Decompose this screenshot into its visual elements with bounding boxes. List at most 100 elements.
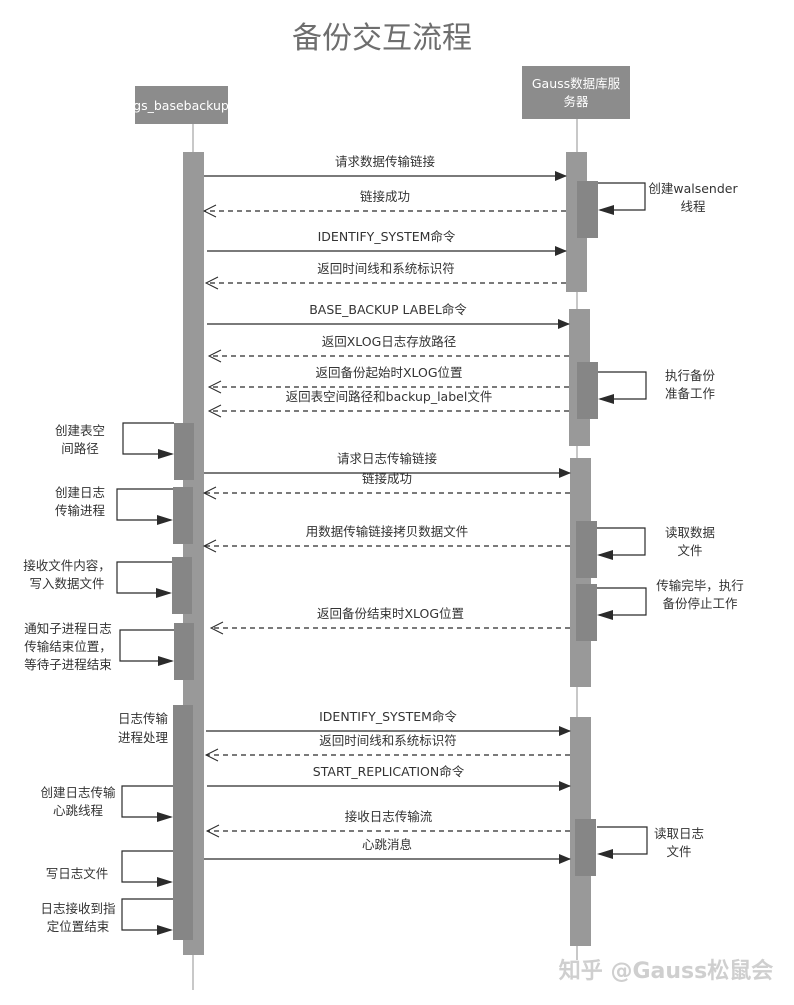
self-call-label: 创建表空 <box>55 423 105 438</box>
message-label: 请求日志传输链接 <box>337 451 438 466</box>
message: 返回XLOG日志存放路径 <box>207 334 569 363</box>
message: IDENTIFY_SYSTEM命令 <box>206 709 571 736</box>
message: START_REPLICATION命令 <box>207 764 571 791</box>
client-activation-receive <box>172 557 192 614</box>
arrowhead-icon <box>157 877 173 887</box>
self-call-label: 定位置结束 <box>47 919 110 934</box>
self-call-line <box>121 785 173 818</box>
self-call-label: 心跳线程 <box>53 803 104 818</box>
open-arrowhead-icon <box>209 621 224 635</box>
self-call-label: 准备工作 <box>665 386 716 401</box>
self-call-line <box>122 422 174 455</box>
message: 用数据传输链接拷贝数据文件 <box>202 524 570 553</box>
arrowhead-icon <box>598 205 614 215</box>
self-call-line <box>598 371 647 400</box>
messages-layer: 请求数据传输链接链接成功IDENTIFY_SYSTEM命令返回时间线和系统标识符… <box>202 154 571 864</box>
message-label: START_REPLICATION命令 <box>313 764 465 779</box>
note-log-process-line1: 日志传输 <box>118 711 169 726</box>
message-label: 接收日志传输流 <box>345 809 433 824</box>
self-call-label: 间路径 <box>61 441 99 456</box>
client-activation-tablespace <box>174 423 194 480</box>
self-call-line <box>119 629 174 662</box>
open-arrowhead-icon <box>207 349 222 363</box>
self-call: 接收文件内容，写入数据文件 <box>23 558 172 598</box>
open-arrowhead-icon <box>204 276 219 290</box>
message: 返回备份结束时XLOG位置 <box>209 606 570 635</box>
message-label: 返回备份起始时XLOG位置 <box>315 365 462 380</box>
self-call-label: 创建日志传输 <box>40 785 116 800</box>
self-call-label: 备份停止工作 <box>662 596 738 611</box>
open-arrowhead-icon <box>202 539 217 553</box>
actor-client-label: gs_basebackup <box>133 98 229 113</box>
open-arrowhead-icon <box>205 824 220 838</box>
self-call-label: 等待子进程结束 <box>24 657 112 672</box>
arrowhead-icon <box>157 812 173 822</box>
self-call-line <box>116 488 173 521</box>
message-label: BASE_BACKUP LABEL命令 <box>309 302 467 317</box>
self-call-label: 创建walsender <box>648 181 738 196</box>
message: 返回表空间路径和backup_label文件 <box>207 389 569 418</box>
self-call-label: 读取日志 <box>654 826 704 841</box>
open-arrowhead-icon <box>202 204 217 218</box>
self-call-label: 写入数据文件 <box>29 576 104 591</box>
message: 链接成功 <box>202 189 566 218</box>
arrowhead-icon <box>597 610 613 620</box>
self-call-line <box>597 527 646 556</box>
message-label: 心跳消息 <box>362 837 412 852</box>
self-call-line <box>598 182 646 211</box>
message: 心跳消息 <box>204 837 571 864</box>
arrowhead-icon <box>156 588 172 598</box>
message-label: 返回时间线和系统标识符 <box>317 261 455 276</box>
diagram-title: 备份交互流程 <box>292 21 472 56</box>
client-activation-logproc <box>173 487 193 544</box>
message: 请求日志传输链接 <box>204 451 571 478</box>
arrowhead-icon <box>598 394 614 404</box>
server-activation-readlog <box>575 819 596 876</box>
note-log-process-line2: 进程处理 <box>118 730 169 745</box>
self-call-label: 传输完毕，执行 <box>656 578 744 593</box>
arrowhead-icon <box>597 849 613 859</box>
server-activation-walsender <box>577 181 598 238</box>
message: 返回备份起始时XLOG位置 <box>207 365 569 394</box>
message-label: 返回表空间路径和backup_label文件 <box>286 389 493 404</box>
message: 请求数据传输链接 <box>204 154 567 181</box>
message-label: 返回时间线和系统标识符 <box>319 733 457 748</box>
self-calls-layer: 创建walsender线程执行备份准备工作读取数据文件传输完毕，执行备份停止工作… <box>23 181 744 935</box>
server-activation-stop <box>576 584 597 641</box>
server-activation-prep <box>577 362 598 419</box>
watermark: 知乎 @Gauss松鼠会 <box>559 958 773 984</box>
message-label: 链接成功 <box>362 471 412 486</box>
self-call-label: 传输进程 <box>55 503 106 518</box>
self-call-label: 写日志文件 <box>46 866 109 881</box>
self-call-line <box>116 561 172 594</box>
open-arrowhead-icon <box>207 404 222 418</box>
self-call-line <box>597 587 647 616</box>
message: 接收日志传输流 <box>205 809 570 838</box>
arrowhead-icon <box>158 656 174 666</box>
message: BASE_BACKUP LABEL命令 <box>207 302 570 329</box>
message-label: 返回XLOG日志存放路径 <box>322 334 457 349</box>
message-label: 请求数据传输链接 <box>335 154 436 169</box>
self-call-label: 通知子进程日志 <box>24 621 112 636</box>
self-call-label: 读取数据 <box>665 525 715 540</box>
actor-server-label-line2: 务器 <box>563 94 589 109</box>
arrowhead-icon <box>157 515 173 525</box>
actor-client: gs_basebackup <box>133 86 229 124</box>
self-call-label: 文件 <box>677 543 702 558</box>
client-activation-notify <box>174 623 194 680</box>
open-arrowhead-icon <box>207 380 222 394</box>
self-call-label: 文件 <box>666 844 691 859</box>
arrowhead-icon <box>158 449 174 459</box>
actor-server: Gauss数据库服 务器 <box>522 66 630 119</box>
